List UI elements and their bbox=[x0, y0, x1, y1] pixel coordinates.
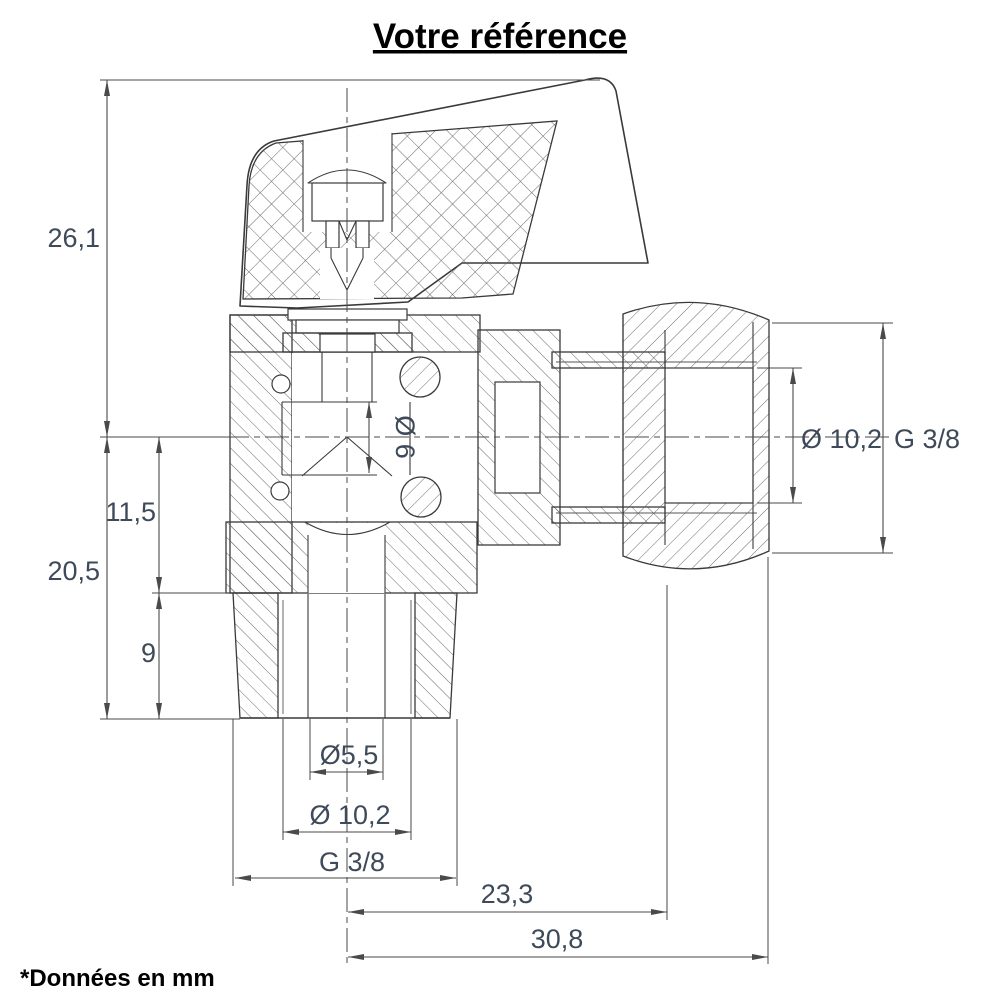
dim-bottom-bore: Ø 10,2 bbox=[283, 800, 411, 835]
dim-label: G 3/8 bbox=[894, 424, 960, 454]
dim-label: Ø 10,2 bbox=[801, 424, 882, 454]
dim-label: 11,5 bbox=[105, 497, 156, 527]
nut-thread-window bbox=[664, 367, 754, 504]
dim-label: Ø 10,2 bbox=[309, 800, 390, 830]
seal-ring-top bbox=[271, 374, 291, 394]
dim-bottom-thread: G 3/8 bbox=[235, 847, 456, 881]
handle-outline bbox=[239, 77, 649, 309]
dim-23-3: 23,3 bbox=[348, 879, 667, 915]
bottom-thread-wall-right bbox=[414, 592, 458, 719]
dim-26-1: 26,1 bbox=[47, 80, 110, 437]
seat-oring-top bbox=[399, 356, 441, 398]
dim-label: 30,8 bbox=[531, 924, 584, 954]
dim-label: 23,3 bbox=[481, 879, 534, 909]
dim-label: G 3/8 bbox=[319, 847, 385, 877]
dim-bottom-hole: Ø5,5 bbox=[310, 740, 383, 775]
seat-oring-bottom bbox=[400, 476, 442, 518]
page-title: Votre référence bbox=[373, 17, 627, 56]
dim-right-thread: G 3/8 bbox=[880, 323, 960, 553]
dim-label: 9 bbox=[141, 638, 156, 668]
bottom-thread-wall-left bbox=[232, 592, 279, 719]
dim-right-bore: Ø 10,2 bbox=[790, 368, 882, 503]
dim-bore-6: Ø 6 bbox=[366, 402, 420, 473]
dim-label: 20,5 bbox=[47, 556, 100, 586]
dim-20-5: 20,5 bbox=[47, 437, 110, 719]
dim-label: 26,1 bbox=[47, 223, 100, 253]
ball-pocket bbox=[281, 401, 411, 476]
dim-9: 9 bbox=[141, 593, 162, 719]
handle-section bbox=[239, 77, 649, 309]
seal-ring-bottom bbox=[270, 481, 290, 501]
handle-hub-hatch bbox=[242, 120, 558, 300]
dim-30-8: 30,8 bbox=[348, 924, 768, 960]
swivel-nut bbox=[622, 301, 770, 570]
dim-label: Ø 6 bbox=[390, 415, 420, 459]
dim-11-5: 11,5 bbox=[105, 437, 162, 593]
dim-label: Ø5,5 bbox=[320, 740, 379, 770]
extension-lines bbox=[100, 79, 893, 964]
units-footnote: *Données en mm bbox=[20, 965, 215, 992]
